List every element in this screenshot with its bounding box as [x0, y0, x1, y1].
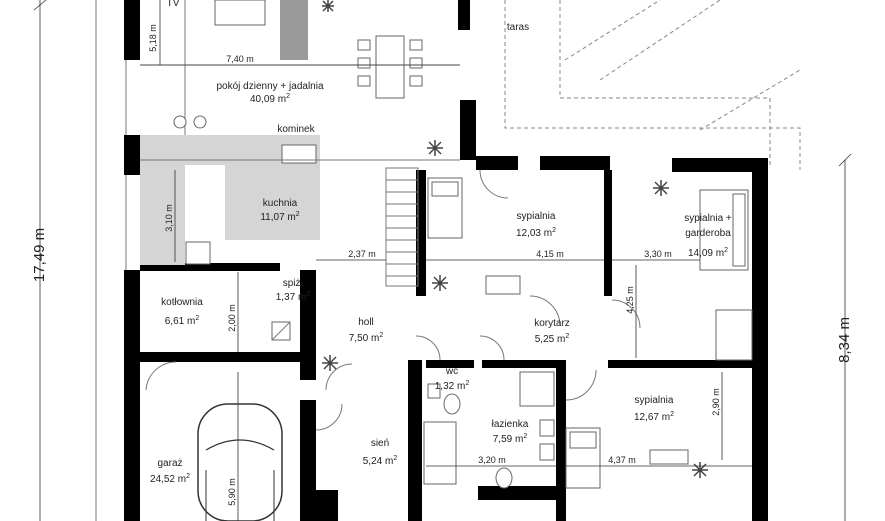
doors	[145, 169, 641, 431]
room-name-boiler: kotłownia	[161, 297, 203, 308]
room-name-hall: holl	[358, 317, 374, 328]
room-area-corridor: 5,25 m2	[535, 333, 570, 345]
room-name-bedroom-2: sypialnia +	[684, 213, 732, 224]
room-name-bedroom-1: sypialnia	[517, 211, 556, 222]
garage-car	[197, 403, 283, 521]
left-dimension	[33, 0, 47, 521]
room-name-wc: wc	[445, 366, 458, 377]
room-area-bedroom-3: 12,67 m2	[634, 411, 674, 423]
dim-518: 5,18 m	[148, 24, 158, 52]
fireplace-label: kominek	[277, 124, 315, 135]
dim-590: 5,90 m	[227, 478, 237, 506]
stairs	[385, 167, 419, 287]
room-area-wc: 1,32 m2	[435, 380, 470, 392]
tv-label: TV	[167, 0, 180, 9]
walls	[124, 0, 768, 521]
room-name-pantry: spiż.	[283, 278, 304, 289]
room-name-kitchen: kuchnia	[263, 198, 298, 209]
dim-290: 2,90 m	[711, 388, 721, 416]
dim-200: 2,00 m	[227, 304, 237, 332]
dim-320: 3,20 m	[478, 455, 506, 465]
dim-437: 4,37 m	[608, 455, 636, 465]
plant-icons	[322, 0, 708, 478]
room-area-garage: 24,52 m2	[150, 473, 190, 485]
room-name-living: pokój dzienny + jadalnia	[216, 81, 323, 92]
room-area-porch: 5,24 m2	[363, 455, 398, 467]
dimension-lines	[140, 0, 752, 521]
room-area-bedroom-2: 14,09 m2	[688, 247, 728, 259]
room-name-porch: sień	[371, 438, 389, 449]
room-area-hall: 7,50 m2	[349, 332, 384, 344]
dim-237: 2,37 m	[348, 249, 376, 259]
bedroom-furniture	[427, 177, 753, 489]
kitchen-counter	[140, 135, 320, 265]
overall-height-left: 17,49 m	[31, 228, 48, 282]
room-name-garage: garaż	[157, 458, 182, 469]
living-furniture	[140, 0, 460, 161]
room-area-bedroom-1: 12,03 m2	[516, 227, 556, 239]
bathroom-fixtures	[423, 371, 555, 489]
room-name-bath: łazienka	[492, 419, 529, 430]
dim-740: 7,40 m	[226, 54, 254, 64]
dim-310: 3,10 m	[164, 204, 174, 232]
room-area-bath: 7,59 m2	[493, 433, 528, 445]
room-name-corridor: korytarz	[534, 318, 570, 329]
dim-425: 4,25 m	[625, 286, 635, 314]
room-name-bedroom-3: sypialnia	[635, 395, 674, 406]
room-name-bedroom-2-wardrobe: garderoba	[685, 228, 731, 239]
dim-415: 4,15 m	[536, 249, 564, 259]
overall-height-right: 8,34 m	[836, 317, 853, 363]
room-area-pantry: 1,37 m2	[276, 291, 311, 303]
room-area-boiler: 6,61 m2	[165, 315, 200, 327]
room-area-kitchen: 11,07 m2	[260, 211, 299, 223]
terrace-label: taras	[507, 22, 529, 33]
terrace-outline	[504, 0, 801, 170]
dim-330: 3,30 m	[644, 249, 672, 259]
right-dimension	[838, 153, 852, 521]
room-area-living: 40,09 m2	[250, 93, 290, 105]
